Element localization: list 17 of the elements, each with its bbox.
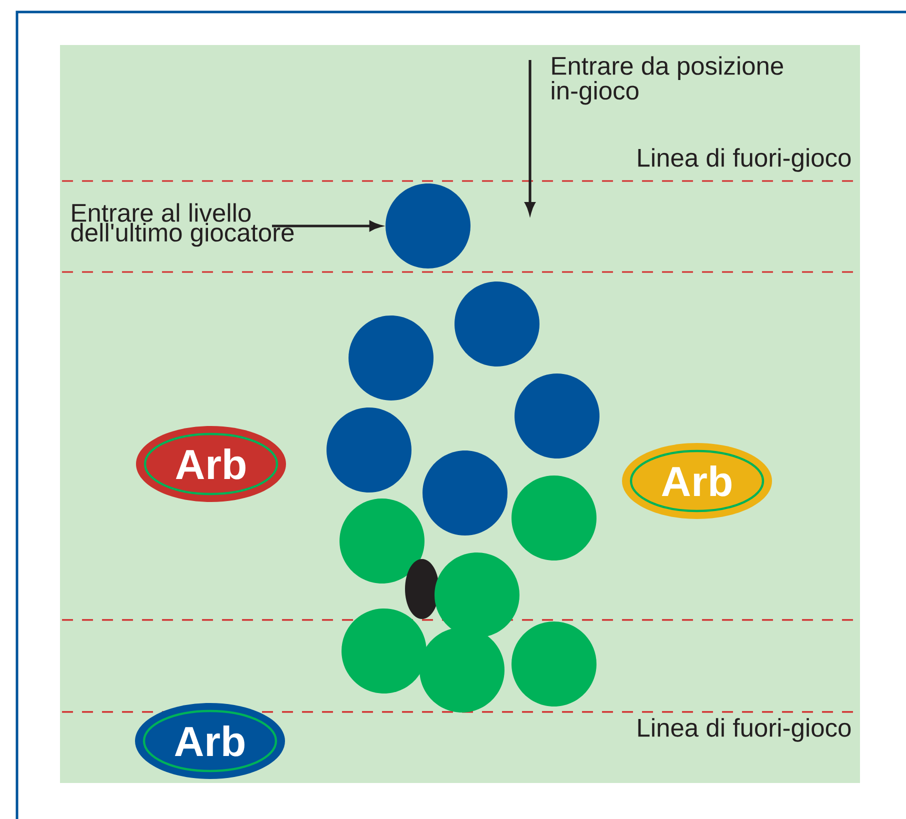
player-circle <box>512 475 596 560</box>
offside-line-label: Linea di fuori-gioco <box>638 148 851 172</box>
player-circle <box>326 407 412 492</box>
player-circle <box>514 373 600 458</box>
ball-shape <box>405 558 439 619</box>
player-circle <box>434 552 520 638</box>
player-circle <box>420 627 504 712</box>
player-circle <box>422 450 508 536</box>
player-circle <box>340 498 424 584</box>
player-circle <box>386 183 470 268</box>
annotation-text: Entrare al livello dell'ultimo giocatore <box>71 203 294 247</box>
player-circle <box>342 608 426 694</box>
player-circle <box>512 621 596 706</box>
player-circle <box>454 282 540 366</box>
player-circle <box>348 316 434 400</box>
offside-line-label: Linea di fuori-gioco <box>638 718 851 742</box>
annotation-text: Entrare da posizione in-gioco <box>552 56 783 105</box>
